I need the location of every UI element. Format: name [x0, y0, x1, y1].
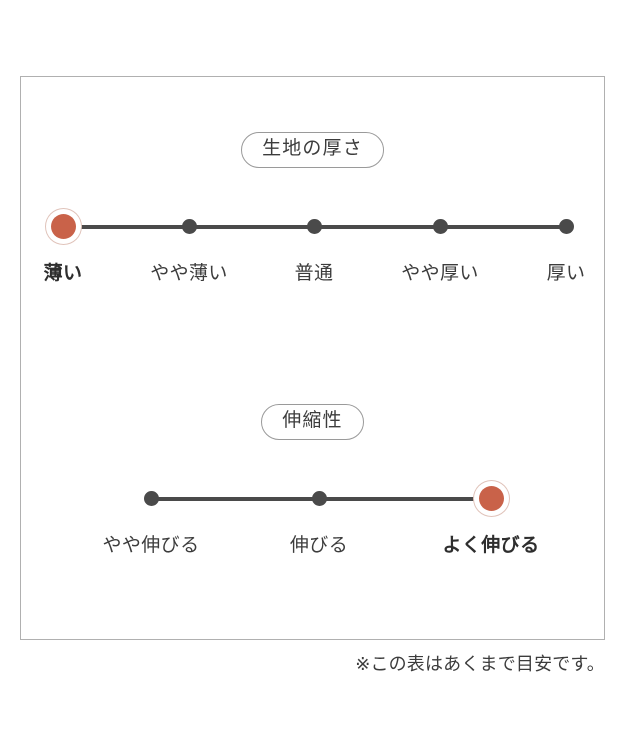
scale-label-stretch-1: 伸びる	[289, 534, 349, 556]
scale-track-stretch	[21, 466, 604, 532]
scale-dot-thickness-0[interactable]	[50, 214, 76, 240]
scale-dot-stretch-0[interactable]	[143, 491, 159, 507]
scale-labels-thickness: 薄い やや薄い 普通 やや厚い 厚い	[21, 262, 604, 296]
scale-label-thickness-1: やや薄い	[150, 262, 228, 284]
scale-track-thickness	[21, 194, 604, 260]
scale-dot-thickness-1[interactable]	[181, 219, 197, 235]
section-title-stretch: 伸縮性	[261, 404, 364, 440]
scale-section-stretch: 伸縮性 やや伸びる 伸びる よく伸びる	[21, 404, 604, 568]
pill-wrap-stretch: 伸縮性	[21, 404, 604, 440]
section-title-thickness: 生地の厚さ	[241, 132, 384, 168]
scale-dot-thickness-4[interactable]	[558, 219, 574, 235]
footer-note: ※この表はあくまで目安です。	[355, 654, 605, 674]
scale-label-stretch-0: やや伸びる	[102, 534, 200, 556]
scale-section-thickness: 生地の厚さ 薄い やや薄い 普通 やや厚い 厚い	[21, 132, 604, 296]
scale-dot-stretch-2[interactable]	[478, 486, 504, 512]
scale-labels-stretch: やや伸びる 伸びる よく伸びる	[21, 534, 604, 568]
scale-label-thickness-2: 普通	[294, 262, 334, 284]
scale-label-stretch-2: よく伸びる	[442, 534, 540, 556]
scale-label-thickness-4: 厚い	[546, 262, 586, 284]
scale-dot-thickness-2[interactable]	[306, 219, 322, 235]
pill-wrap-thickness: 生地の厚さ	[21, 132, 604, 168]
scale-label-thickness-0: 薄い	[43, 262, 83, 284]
scale-label-thickness-3: やや厚い	[401, 262, 479, 284]
scale-dot-stretch-1[interactable]	[311, 491, 327, 507]
spec-card: 生地の厚さ 薄い やや薄い 普通 やや厚い 厚い 伸縮性	[20, 76, 605, 640]
scale-dot-thickness-3[interactable]	[432, 219, 448, 235]
